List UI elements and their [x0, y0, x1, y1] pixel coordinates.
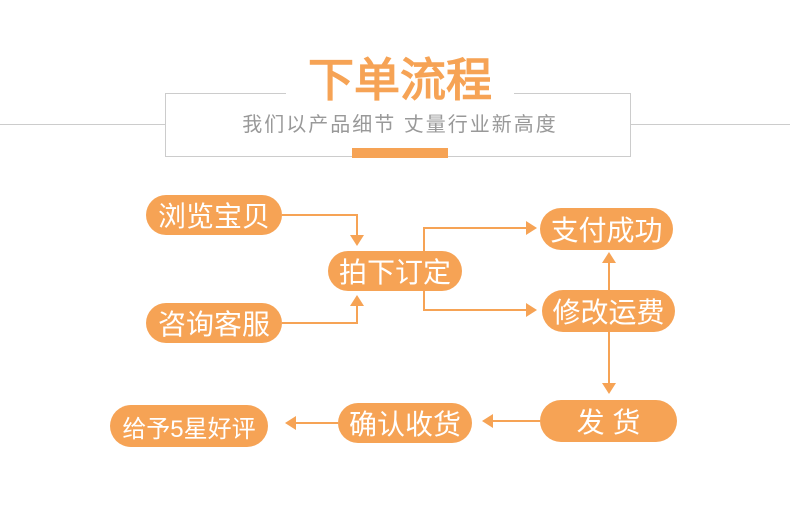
arrow-order-to-pay-head-icon — [526, 221, 537, 235]
page-subtitle: 我们以产品细节 丈量行业新高度 — [242, 114, 558, 136]
header-right-line — [631, 124, 790, 125]
arrow-order-to-pay-hline — [423, 227, 527, 229]
arrow-order-to-pay-vline — [423, 228, 425, 252]
flow-node-confirm: 确认收货 — [338, 403, 472, 443]
arrow-fee-to-pay-vline — [608, 263, 610, 290]
arrow-order-to-fee-head-icon — [526, 303, 537, 317]
arrow-fee-to-ship-vline — [608, 332, 610, 384]
arrow-confirm-to-review-hline — [296, 422, 338, 424]
arrow-browse-to-order-vline — [356, 214, 358, 236]
flow-node-browse: 浏览宝贝 — [146, 195, 282, 235]
page-title: 下单流程 — [286, 54, 514, 106]
flow-node-fee: 修改运费 — [542, 290, 675, 332]
arrow-order-to-fee-hline — [423, 309, 527, 311]
arrow-consult-to-order-head-icon — [350, 295, 364, 306]
arrow-consult-to-order-hline — [282, 322, 358, 324]
flow-node-consult: 咨询客服 — [146, 303, 282, 343]
arrow-fee-to-ship-head-icon — [602, 383, 616, 394]
flow-node-pay: 支付成功 — [540, 208, 673, 250]
flow-node-ship: 发 货 — [540, 400, 677, 442]
arrow-ship-to-confirm-head-icon — [482, 414, 493, 428]
arrow-browse-to-order-head-icon — [350, 235, 364, 246]
arrow-fee-to-pay-head-icon — [602, 252, 616, 263]
arrow-consult-to-order-vline — [356, 306, 358, 324]
arrow-browse-to-order-hline — [282, 214, 358, 216]
arrow-order-to-fee-vline — [423, 290, 425, 310]
flow-node-review: 给予5星好评 — [110, 405, 268, 447]
title-underline-bar — [352, 148, 448, 158]
arrow-ship-to-confirm-hline — [493, 420, 540, 422]
arrow-confirm-to-review-head-icon — [285, 416, 296, 430]
flow-node-order: 拍下订定 — [328, 251, 462, 291]
header-left-line — [0, 124, 165, 125]
